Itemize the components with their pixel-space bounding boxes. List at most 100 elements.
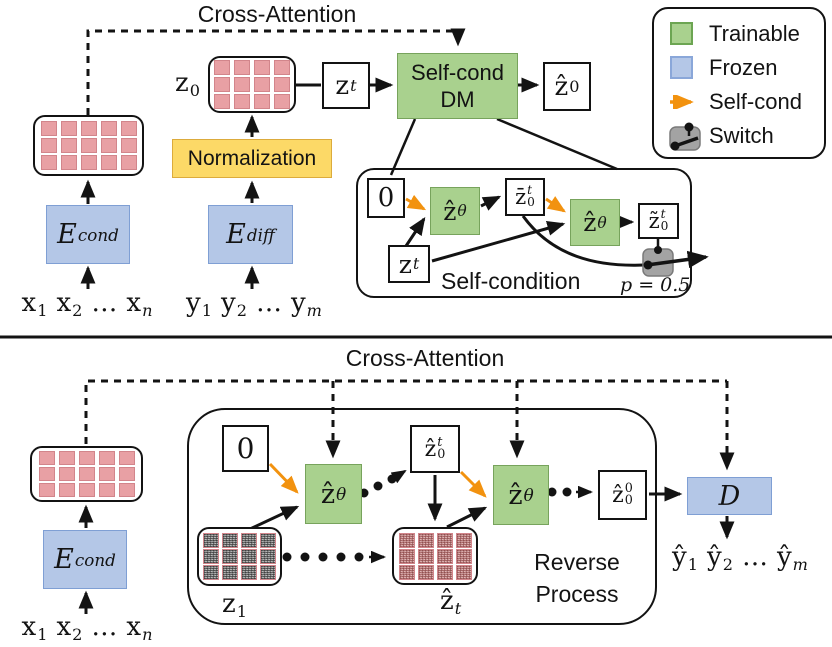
dotted-ztheta2b-to-zhat00 [547, 485, 594, 499]
ellipsis: … [255, 288, 282, 318]
token-column [100, 121, 117, 170]
token-column [417, 532, 434, 580]
x-input-row-bottom: x1 x2 … xn [6, 612, 168, 644]
trainable-swatch [670, 22, 693, 45]
token-column [60, 121, 77, 170]
yhatm: ŷm [776, 542, 808, 574]
legend-row-selfcond: Self-cond [667, 86, 824, 117]
token-column [254, 60, 270, 109]
xn: xn [126, 288, 153, 320]
self-condition-label: Self-condition [441, 268, 581, 294]
token-column [78, 451, 95, 497]
zero-box-bottom: 0 [222, 425, 269, 472]
reverse-process-inset [187, 408, 657, 625]
token-column [214, 60, 230, 109]
self-condition-inset [356, 168, 692, 298]
orange-zero-to-ztheta1b [268, 462, 299, 494]
curve-zbar-to-switch [521, 215, 645, 267]
legend-label: Frozen [709, 54, 778, 80]
yhat1: ŷ1 [672, 542, 698, 574]
y1: y1 [186, 288, 212, 320]
z1-noisy-block [197, 527, 282, 586]
self-cond-arrow-icon [670, 94, 694, 109]
z1-label: z1 [222, 589, 247, 621]
ellipsis: … [91, 288, 118, 318]
zoom-line-right [496, 117, 618, 171]
token-column [455, 532, 472, 580]
y-input-row: y1 y2 … ym [180, 288, 328, 320]
self-cond-dm-box: Self-cond DM [397, 53, 518, 119]
ym: ym [290, 288, 322, 320]
cond-token-block-bottom [30, 446, 143, 502]
token-column [398, 532, 415, 580]
zhatt-noisy-block [392, 527, 478, 585]
dotted-z1-to-zhatt [282, 550, 387, 564]
orange-zbar-to-ztheta2 [545, 196, 566, 213]
y-output-row: ŷ1 ŷ2 … ŷm [664, 542, 816, 574]
x1: x1 [21, 288, 48, 320]
token-column [234, 60, 250, 109]
arrow-z1-to-ztheta1b [249, 505, 300, 531]
y2: y2 [221, 288, 247, 320]
token-column [58, 451, 75, 497]
top-cross-attention-dashed [86, 28, 466, 115]
token-column [241, 533, 257, 580]
bottom-cross-attention-dashed [84, 379, 727, 444]
z0-label: z0 [175, 68, 200, 100]
token-column [98, 451, 115, 497]
switch-lever-dot [643, 260, 653, 270]
token-column [260, 533, 276, 580]
zero-box: 0 [367, 178, 405, 218]
switch-top-dot [654, 246, 662, 254]
zhatt-label: ẑt [440, 586, 462, 618]
arrow-zt-to-ztheta2 [431, 221, 566, 263]
x1: x1 [21, 612, 48, 644]
reverse-process-label: Reverse Process [512, 546, 642, 610]
arrow-zhatt-to-ztheta2b [446, 506, 488, 529]
token-column [38, 451, 55, 497]
legend-label: Switch [709, 122, 774, 148]
cond-token-block-top [33, 115, 144, 176]
dotted-ztheta1b-to-zhat0t [359, 469, 407, 498]
zoom-line-left [389, 118, 417, 176]
token-column [120, 121, 137, 170]
orange-zhat0t-to-ztheta2b [459, 470, 487, 498]
z0-token-block [208, 56, 296, 113]
reverse-label-line2: Process [535, 581, 619, 608]
x2: x2 [56, 612, 83, 644]
dm-label-line1: Self-cond [411, 59, 504, 85]
x2: x2 [56, 288, 83, 320]
switch-icon [669, 122, 701, 151]
legend: Trainable Frozen Self-cond [652, 7, 826, 159]
yhat2: ŷ2 [707, 542, 733, 574]
arrow-zt-to-ztheta1 [402, 217, 426, 250]
token-column [118, 451, 135, 497]
token-column [40, 121, 57, 170]
legend-row-frozen: Frozen [667, 52, 824, 83]
orange-zero-to-ztheta1 [405, 194, 427, 211]
frozen-swatch [670, 56, 693, 79]
bottom-title: Cross-Attention [345, 345, 505, 371]
token-column [436, 532, 453, 580]
arrow-ztheta1-to-zbar [480, 195, 502, 211]
token-column [203, 533, 219, 580]
ellipsis: … [741, 542, 768, 572]
p-label: p = 0.5 [620, 274, 691, 296]
token-column [222, 533, 238, 580]
decoder-box: D [687, 477, 772, 515]
top-title: Cross-Attention [197, 1, 357, 27]
legend-row-trainable: Trainable [667, 18, 824, 49]
